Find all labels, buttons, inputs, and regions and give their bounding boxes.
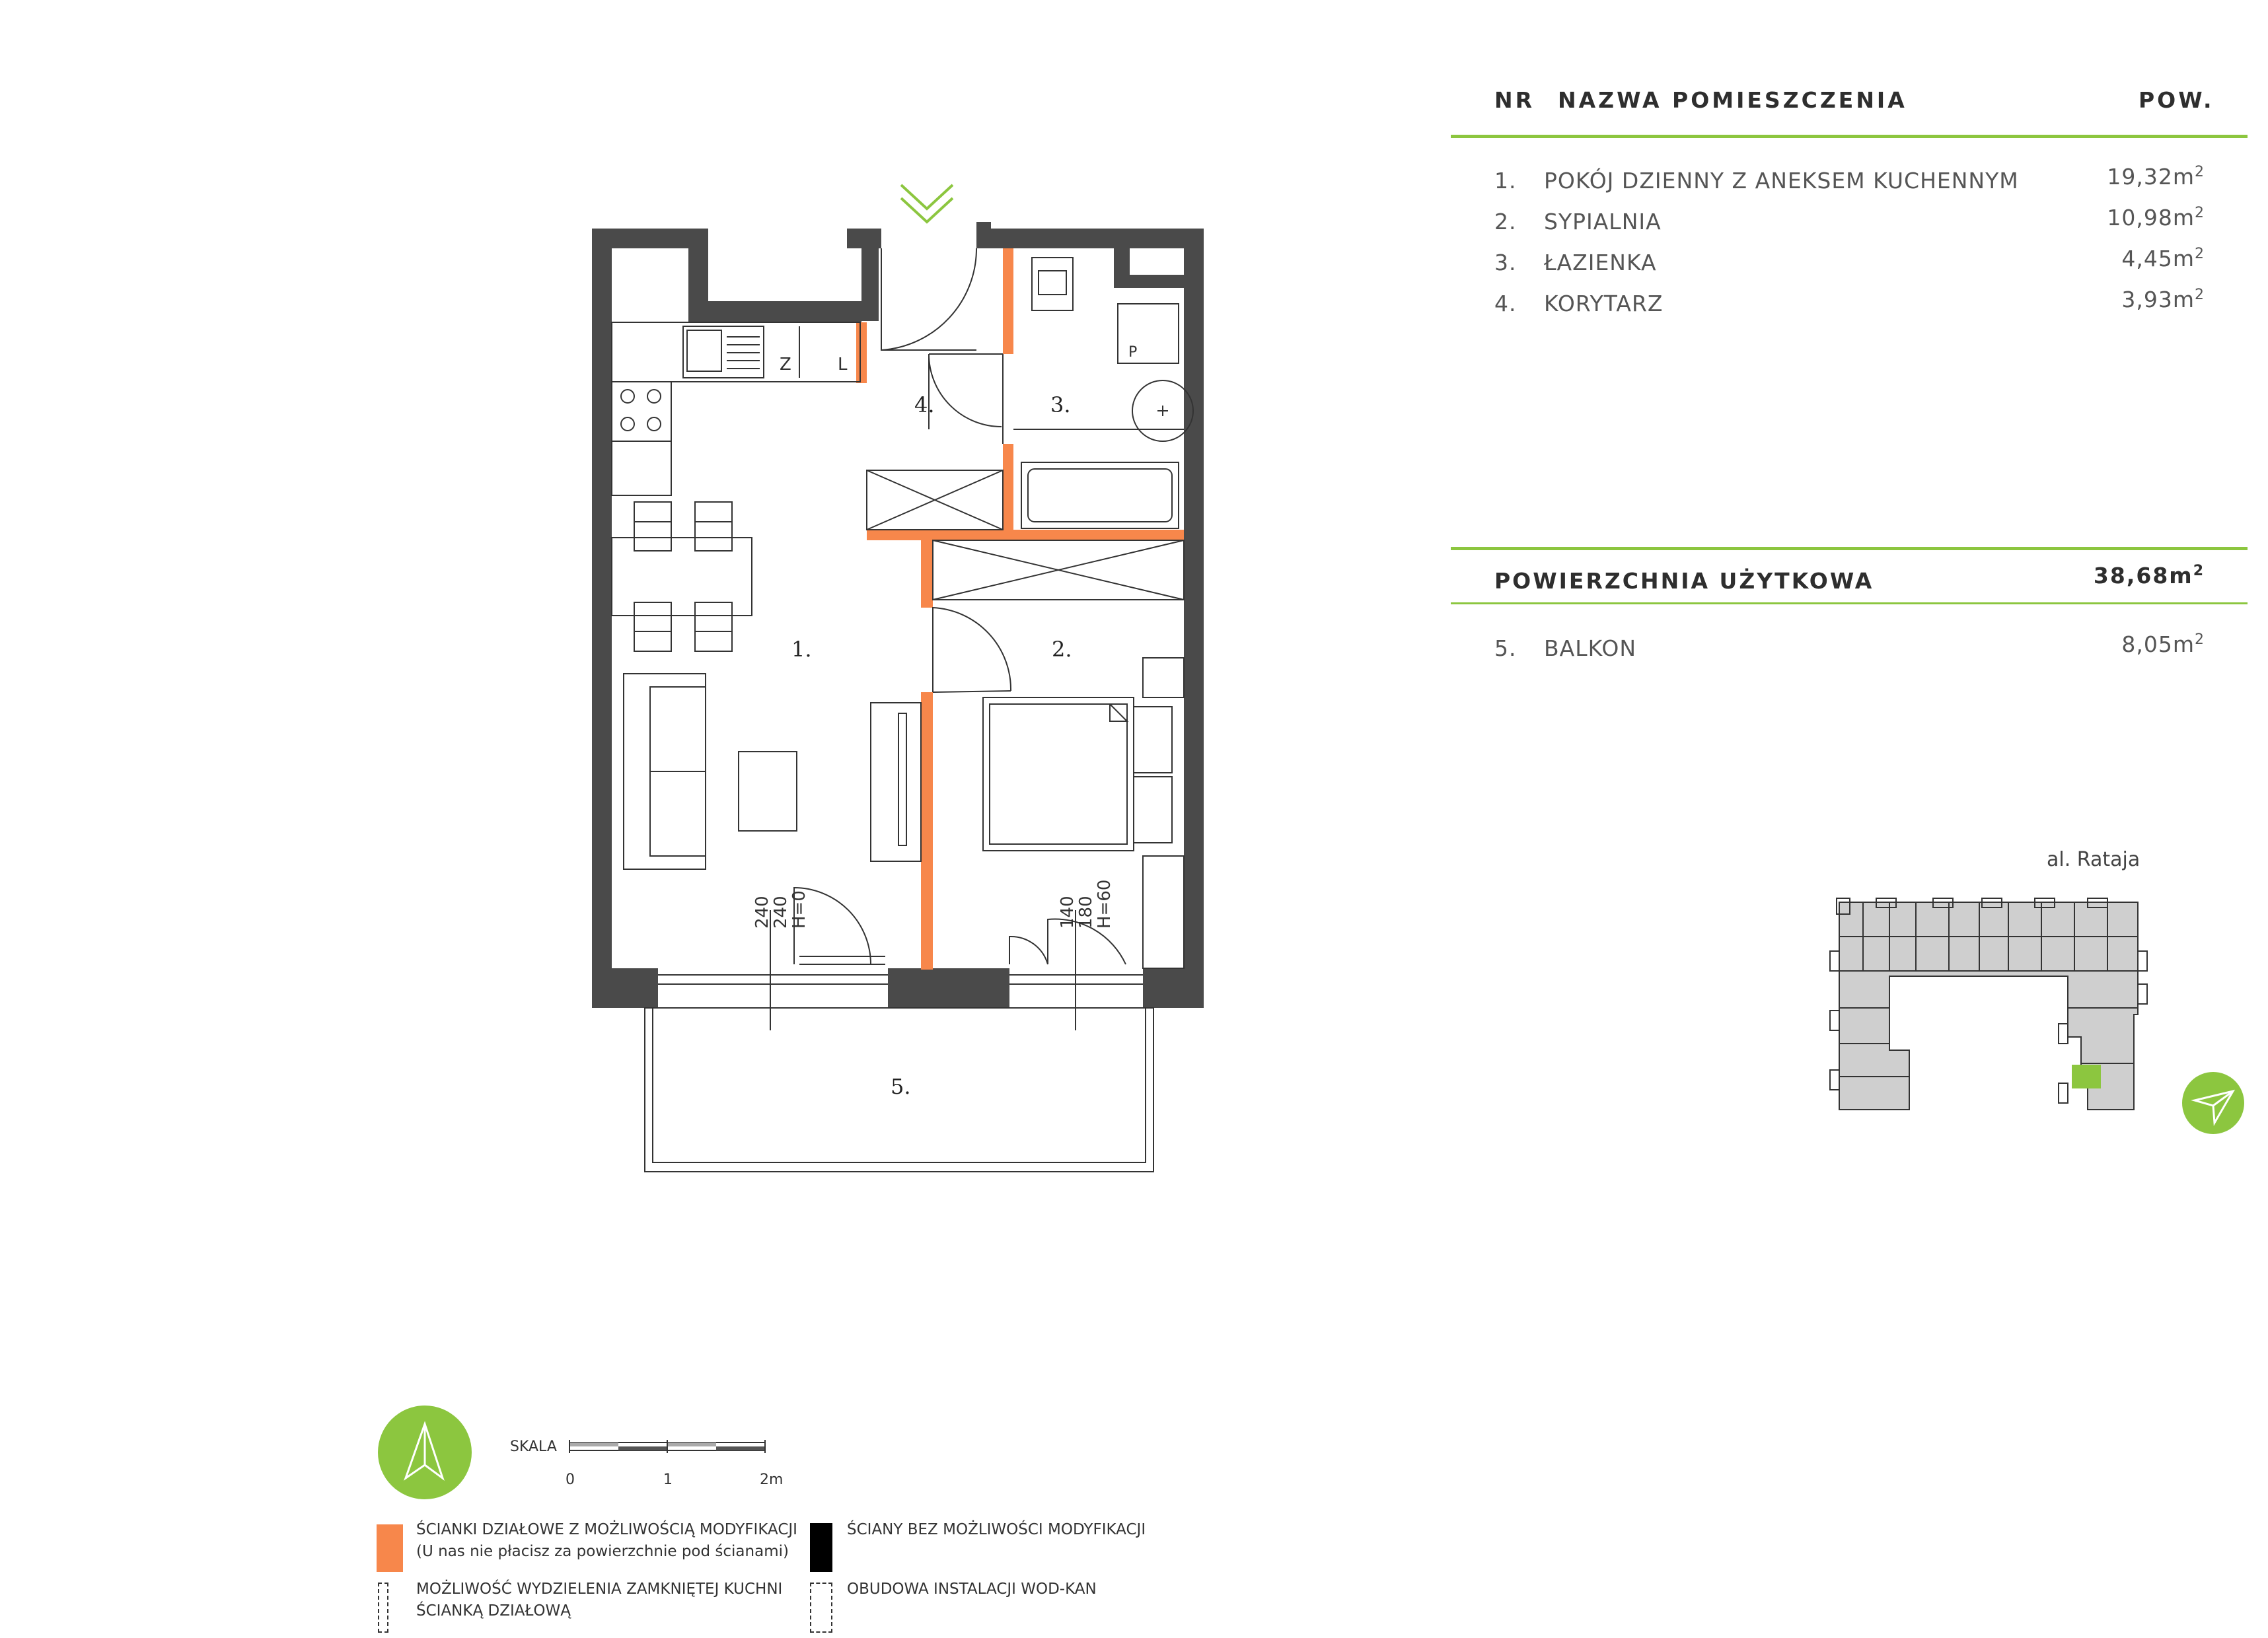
col-name-header: NAZWA POMIESZCZENIA [1558, 87, 1907, 113]
room-name: SYPIALNIA [1544, 209, 1662, 234]
scale-label: SKALA [510, 1439, 557, 1455]
window-dim: 240 [752, 896, 772, 929]
header-divider [1451, 135, 2248, 138]
modifiable-walls [856, 248, 1184, 970]
bed [982, 697, 1134, 851]
wardrobe [866, 470, 1004, 530]
usable-divider-bottom [1451, 602, 2248, 604]
floor-plan: 1. 2. 3. 4. 5. Z L P 240 240 H=0 140 180… [592, 184, 1204, 1172]
window-dim: 140 [1058, 896, 1078, 929]
room-area: 4,45m2 [2121, 246, 2205, 271]
room-name: KORYTARZ [1544, 291, 1664, 316]
chair [694, 501, 733, 552]
window-dim: 240 [771, 896, 791, 929]
usable-divider-top [1451, 547, 2248, 550]
toilet-icon [1031, 257, 1074, 311]
bathtub-icon [1021, 462, 1179, 529]
room-nr: 2. [1494, 209, 1517, 234]
wardrobe [932, 540, 1185, 600]
usable-area-label: POWIERZCHNIA UŻYTKOWA [1494, 568, 1874, 594]
washbasin-icon [1132, 380, 1194, 442]
coffee-table [738, 751, 797, 832]
legend-swatch-kitchen [378, 1583, 388, 1633]
fixed-walls [592, 222, 1204, 1008]
room-nr: 3. [1494, 250, 1517, 275]
nightstand [1133, 706, 1173, 773]
chair [634, 501, 672, 552]
compass-arrow-icon [2182, 1072, 2244, 1134]
washer-icon [1117, 303, 1179, 364]
stove-icon [611, 381, 672, 442]
street-label: al. Rataja [2047, 848, 2140, 871]
room-nr: 1. [1494, 168, 1517, 194]
scale-tick: 2m [760, 1472, 784, 1488]
balcony-area: 8,05m2 [2121, 631, 2205, 657]
legend-kitchen: MOŻLIWOŚĆ WYDZIELENIA ZAMKNIĘTEJ KUCHNI … [416, 1581, 783, 1620]
scale-tick: 0 [566, 1472, 575, 1488]
legend-swatch-modifiable [377, 1524, 403, 1572]
kitchen-counter [611, 322, 861, 382]
room-nr: 4. [1494, 291, 1517, 316]
col-nr-header: NR [1494, 87, 1535, 113]
usable-area-value: 38,68m2 [2093, 563, 2205, 588]
room-label: 4. [914, 392, 935, 417]
chair [634, 602, 672, 652]
room-label: 5. [891, 1074, 911, 1099]
room-label: 1. [791, 637, 812, 662]
legend-modifiable: ŚCIANKI DZIAŁOWE Z MOŻLIWOŚCIĄ MODYFIKAC… [416, 1521, 797, 1560]
sink-letter: Z [780, 355, 791, 374]
legend-swatch-fixed [810, 1523, 832, 1572]
chair [694, 602, 733, 652]
window-dim: H=0 [789, 890, 809, 929]
entrance-chevron-icon [900, 184, 954, 224]
balcony-name: BALKON [1544, 635, 1637, 661]
room-name: POKÓJ DZIENNY Z ANEKSEM KUCHENNYM [1544, 168, 2019, 194]
legend-swatch-installation [810, 1583, 832, 1633]
balcony-nr: 5. [1494, 635, 1517, 661]
room-label: 2. [1052, 637, 1072, 662]
sink-letter: L [838, 355, 848, 374]
site-map [1829, 898, 2148, 1110]
room-area: 10,98m2 [2107, 205, 2205, 231]
window-dim: H=60 [1095, 880, 1115, 929]
tv-unit [870, 702, 922, 862]
apartment-highlight [2072, 1065, 2101, 1088]
dining-table [611, 537, 752, 616]
col-area-header: POW. [2139, 87, 2214, 113]
room-area: 3,93m2 [2121, 287, 2205, 312]
room-label: 3. [1050, 392, 1071, 417]
room-name: ŁAZIENKA [1544, 250, 1657, 275]
legend-installation: OBUDOWA INSTALACJI WOD-KAN [847, 1581, 1097, 1598]
legend-fixed: ŚCIANY BEZ MOŻLIWOŚCI MODYFIKACJI [847, 1521, 1146, 1538]
north-arrow-icon [378, 1406, 472, 1499]
scale-tick: 1 [663, 1472, 673, 1488]
washer-letter: P [1128, 344, 1137, 361]
window-dim: 180 [1076, 896, 1096, 929]
nightstand [1133, 776, 1173, 843]
scale-bar [569, 1440, 766, 1453]
room-area: 19,32m2 [2107, 164, 2205, 190]
